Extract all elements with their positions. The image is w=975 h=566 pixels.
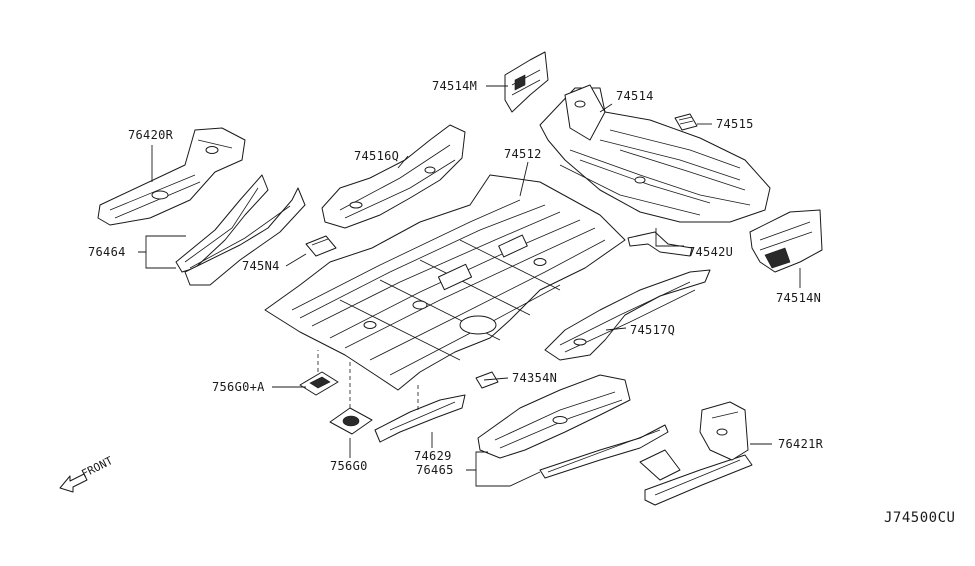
rear-floor-74514	[539, 84, 771, 223]
bracket-74514M	[504, 51, 549, 113]
label-74517Q: 74517Q	[630, 323, 675, 337]
center-member-74516Q	[321, 124, 466, 229]
floor-panel-74512	[264, 174, 626, 391]
side-member-76421R	[639, 401, 753, 506]
label-74515: 74515	[716, 117, 754, 131]
patch-756G0	[329, 360, 373, 435]
label-74629: 74629	[414, 449, 452, 463]
label-76465: 76465	[416, 463, 454, 477]
plate-74629	[374, 385, 466, 443]
plate-74515	[674, 113, 698, 131]
front-arrow: FRONT	[59, 454, 115, 493]
label-74514: 74514	[616, 89, 654, 103]
label-74354N: 74354N	[512, 371, 557, 385]
side-member-76420R	[97, 127, 246, 226]
side-sill-76464	[175, 174, 306, 286]
bracket-74542U	[627, 231, 693, 257]
label-74514N: 74514N	[776, 291, 821, 305]
label-74542U: 74542U	[688, 245, 733, 259]
label-74514M: 74514M	[432, 79, 477, 93]
label-745N4: 745N4	[242, 259, 280, 273]
label-756G0: 756G0	[330, 459, 368, 473]
front-label: FRONT	[79, 454, 115, 481]
label-74512: 74512	[504, 147, 542, 161]
patch-756G0A	[299, 350, 339, 396]
cross-member-76465	[477, 374, 669, 479]
leader-lines	[138, 85, 801, 487]
rear-member-74517Q	[544, 269, 711, 361]
label-756G0A: 756G0+A	[212, 380, 265, 394]
label-76464: 76464	[88, 245, 126, 259]
label-76421R: 76421R	[778, 437, 824, 451]
side-piece-74514N	[749, 209, 823, 273]
diagram-code: J74500CU	[884, 510, 955, 526]
plate-745N4	[305, 235, 337, 257]
label-76420R: 76420R	[128, 128, 174, 142]
label-74516Q: 74516Q	[354, 149, 399, 163]
